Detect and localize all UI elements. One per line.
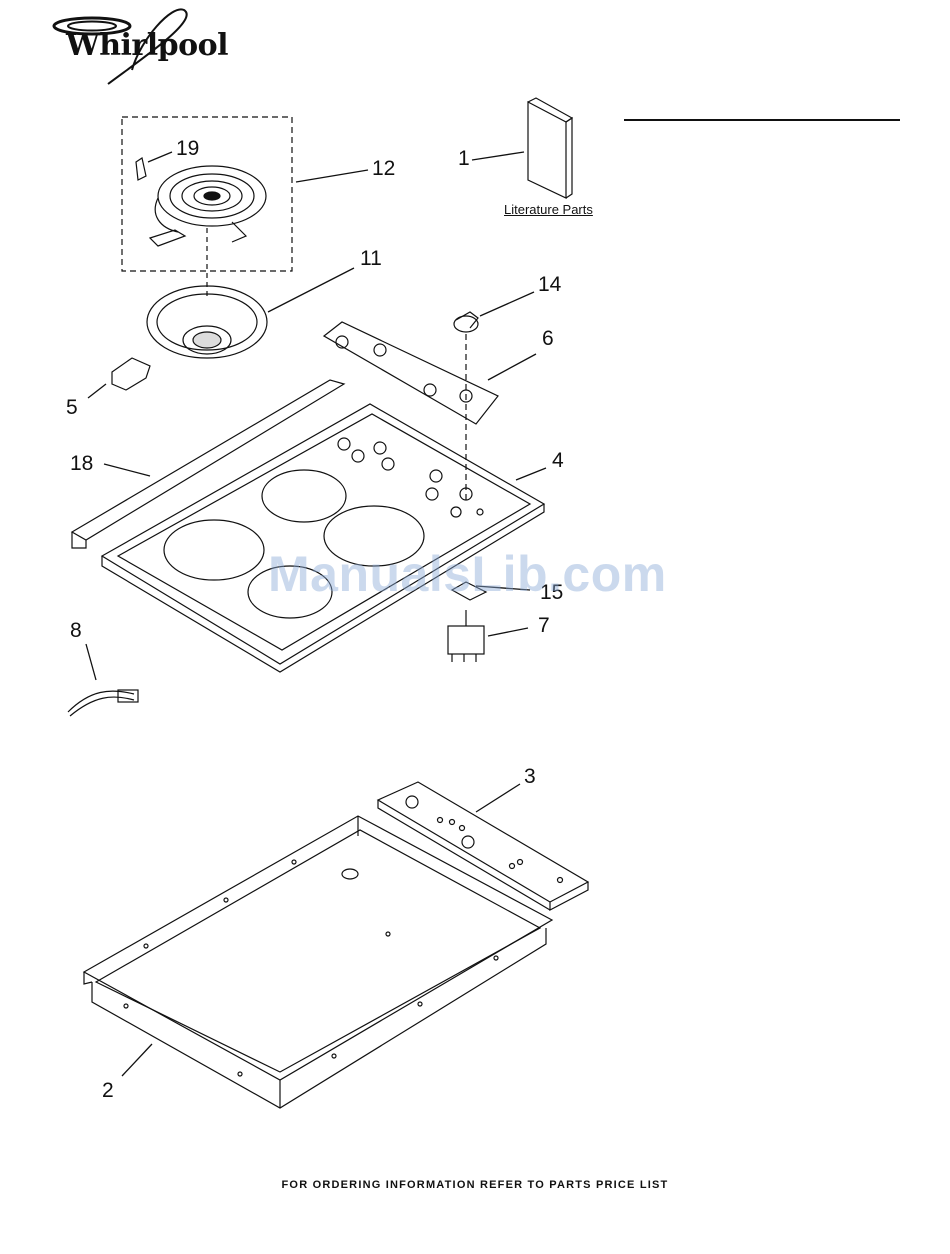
burner-box (84, 816, 552, 1108)
trim-strip (72, 380, 344, 540)
callout-8: 8 (70, 620, 82, 641)
callout-12: 12 (372, 158, 395, 179)
callout-4: 4 (552, 450, 564, 471)
terminal-block (112, 358, 150, 390)
leader-lines (86, 152, 546, 1076)
surface-element-coil (150, 166, 266, 246)
callout-19: 19 (176, 138, 199, 159)
control-bracket (378, 782, 588, 910)
callout-14: 14 (538, 274, 561, 295)
callout-7: 7 (538, 615, 550, 636)
literature-booklet (528, 102, 566, 198)
literature-parts-label: Literature Parts (504, 202, 593, 217)
callout-3: 3 (524, 766, 536, 787)
watermark: ManualsLib.com (268, 545, 667, 603)
wire-harness (68, 690, 138, 716)
infinite-switch (448, 610, 484, 662)
drip-bowl (147, 286, 267, 358)
footer-note: FOR ORDERING INFORMATION REFER TO PARTS … (0, 1179, 950, 1191)
callout-18: 18 (70, 453, 93, 474)
control-panel-overlay (324, 322, 498, 424)
control-knob (454, 312, 478, 332)
callout-6: 6 (542, 328, 554, 349)
element-clip (136, 158, 146, 180)
callout-5: 5 (66, 397, 78, 418)
callout-1: 1 (458, 148, 470, 169)
callout-2: 2 (102, 1080, 114, 1101)
cooktop-frame (102, 404, 544, 672)
callout-11: 11 (360, 248, 382, 269)
